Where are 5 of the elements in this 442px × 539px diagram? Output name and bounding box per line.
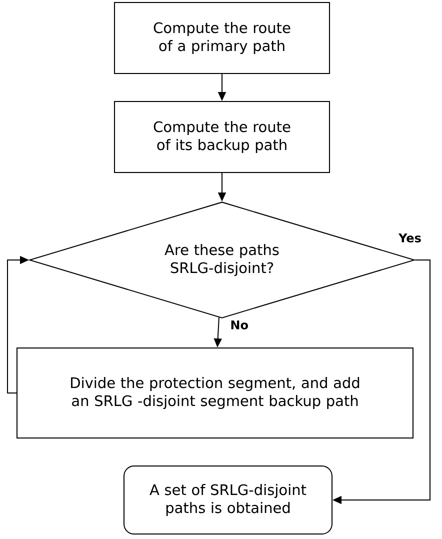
terminal-box: A set of SRLG-disjoint paths is obtained <box>124 466 332 534</box>
process-box: Compute the route of its backup path <box>114 101 330 173</box>
edge-label: No <box>231 320 248 330</box>
process-box: Compute the route of a primary path <box>114 2 330 74</box>
process-box: Divide the protection segment, and add an SRLG -disjoint segment backup path <box>16 348 414 438</box>
